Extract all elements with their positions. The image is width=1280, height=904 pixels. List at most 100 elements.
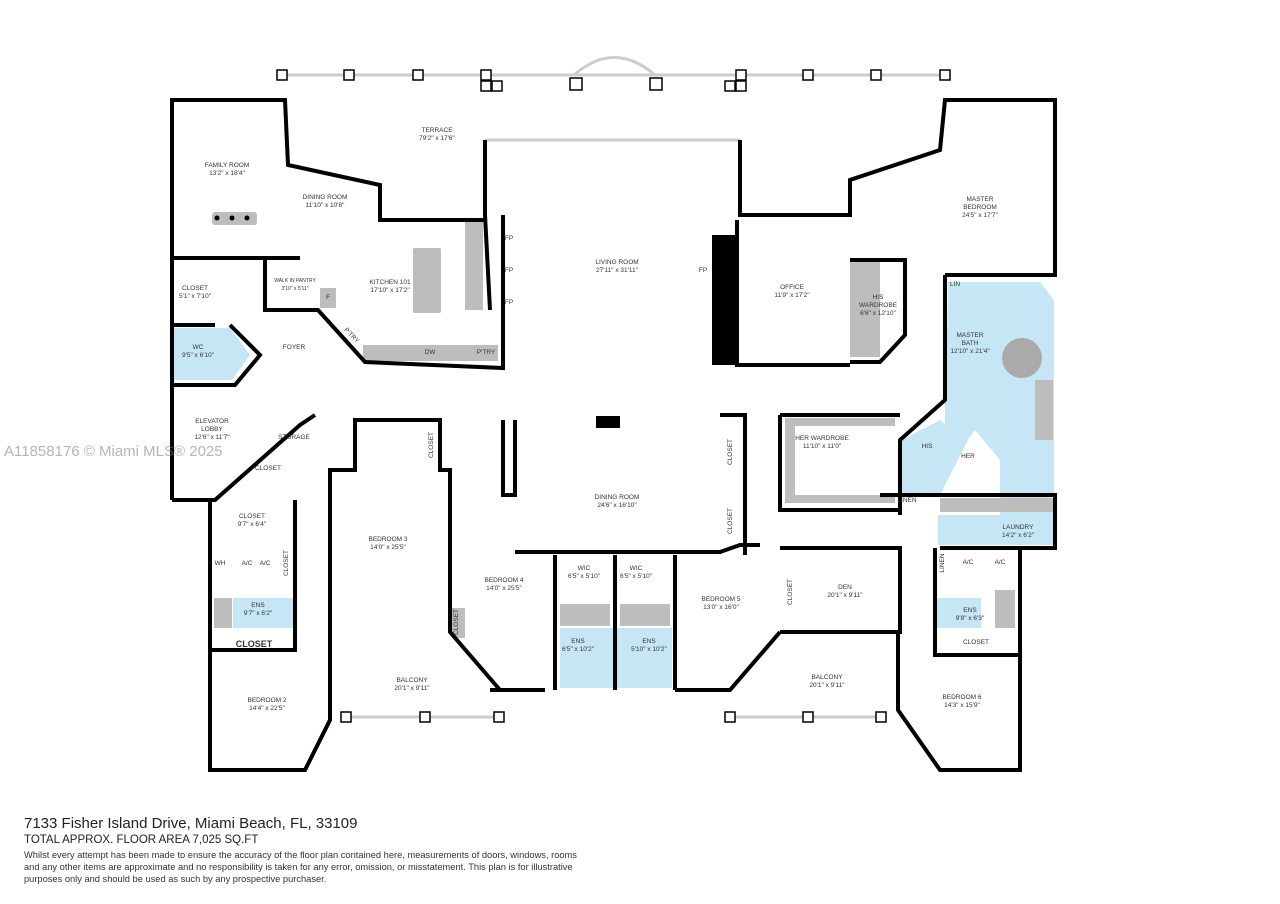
room-dim: 6'5" x 10'2" — [561, 646, 595, 653]
fixture-pantry: P'TRY — [476, 349, 496, 356]
room-closet-c2: CLOSET — [727, 507, 734, 535]
room-dim: 9'7" x 6'4" — [237, 521, 267, 528]
room-dim: 9'5" x 6'10" — [181, 352, 215, 359]
room-name: OFFICE — [780, 284, 804, 291]
room-dim: 17'10" x 17'2" — [370, 287, 410, 294]
room-her: HER — [961, 453, 975, 460]
room-dim: 24'5" x 17'7" — [962, 212, 998, 219]
room-name: ENS — [251, 602, 265, 609]
room-dim: 79'2" x 17'6" — [419, 135, 455, 142]
room-name: BEDROOM 4 — [484, 577, 524, 584]
plan-footer: 7133 Fisher Island Drive, Miami Beach, F… — [24, 815, 584, 885]
room-storage: STORAGE — [278, 434, 310, 441]
total-floor-area: TOTAL APPROX. FLOOR AREA 7,025 SQ.FT — [24, 834, 259, 846]
mls-watermark: A11858176 © Miami MLS® 2025 — [4, 443, 223, 460]
room-dim: 14'4" x 22'5" — [249, 705, 285, 712]
room-closet-b6: CLOSET — [962, 639, 990, 646]
room-name: BALCONY — [396, 677, 428, 684]
room-name: LIVING ROOM — [595, 259, 639, 266]
room-closet-small: CLOSET — [283, 549, 290, 577]
room-dim: 11'10" x 11'0" — [802, 443, 842, 450]
room-linen-2: LINEN — [897, 497, 917, 504]
fixture-ac: A/C — [994, 559, 1006, 566]
room-linen-1: LINEN — [939, 553, 946, 573]
room-foyer: FOYER — [282, 344, 306, 351]
room-dim: 9'7" x 6'2" — [243, 610, 273, 617]
room-dim: 12'6" x 11'7" — [194, 434, 230, 441]
room-lin: LIN — [949, 281, 961, 288]
fixtures — [212, 212, 1054, 638]
room-dim: 14'0" x 25'5" — [486, 585, 522, 592]
room-name: MASTER BEDROOM — [963, 196, 997, 211]
room-dim: 13'0" x 16'0" — [703, 604, 739, 611]
room-dim: 20'1" x 9'11" — [809, 682, 845, 689]
room-name: WIC — [629, 565, 643, 572]
fixture-ac: A/C — [241, 560, 253, 567]
room-name: HER WARDROBE — [795, 435, 849, 442]
room-name: BEDROOM 3 — [368, 536, 408, 543]
room-dim: 14'3" x 15'9" — [944, 702, 980, 709]
room-dim: 6'5" x 5'10" — [567, 573, 601, 580]
room-name: WC — [192, 344, 204, 351]
disclaimer: Whilst every attempt has been made to en… — [24, 850, 577, 884]
fireplaces — [596, 235, 737, 428]
room-dim: 5'10" x 10'2" — [631, 646, 667, 653]
fixture-fridge: F — [326, 294, 330, 301]
room-dim: 24'6" x 16'10" — [597, 502, 637, 509]
room-name: ELEVATOR LOBBY — [195, 418, 229, 433]
column-dots — [214, 215, 250, 221]
terrace-columns — [276, 69, 951, 723]
room-dim: 13'2" x 18'4" — [209, 170, 245, 177]
room-name: BEDROOM 6 — [942, 694, 982, 701]
room-dim: 3'10" x 5'11" — [281, 286, 309, 292]
room-dim: 27'11" x 31'11" — [596, 267, 638, 274]
room-name: HIS WARDROBE — [858, 294, 898, 309]
room-name: DINING ROOM — [594, 494, 640, 501]
fixture-ac: A/C — [962, 559, 974, 566]
room-name: DINING ROOM — [302, 194, 348, 201]
room-name: MASTER BATH — [956, 332, 984, 347]
room-dim: 20'1" x 9'11" — [394, 685, 430, 692]
room-dim: 6'6" x 12'10" — [860, 310, 896, 317]
room-name: ENS — [642, 638, 656, 645]
fixture-fp: FP — [504, 235, 514, 242]
room-dim: 11'10" x 10'8" — [305, 202, 345, 209]
room-name: KITCHEN 101 — [369, 279, 411, 286]
fixture-fp: FP — [504, 299, 514, 306]
room-dim: 20'1" x 9'11" — [827, 592, 863, 599]
room-closet-2: CLOSET — [254, 465, 282, 472]
room-name: ENS — [963, 607, 977, 614]
walls — [170, 98, 1057, 772]
room-name: WIC — [577, 565, 591, 572]
room-closet-c1: CLOSET — [727, 438, 734, 466]
fixture-ac: A/C — [259, 560, 271, 567]
room-name: FAMILY ROOM — [204, 162, 250, 169]
room-name: BEDROOM 2 — [247, 697, 287, 704]
